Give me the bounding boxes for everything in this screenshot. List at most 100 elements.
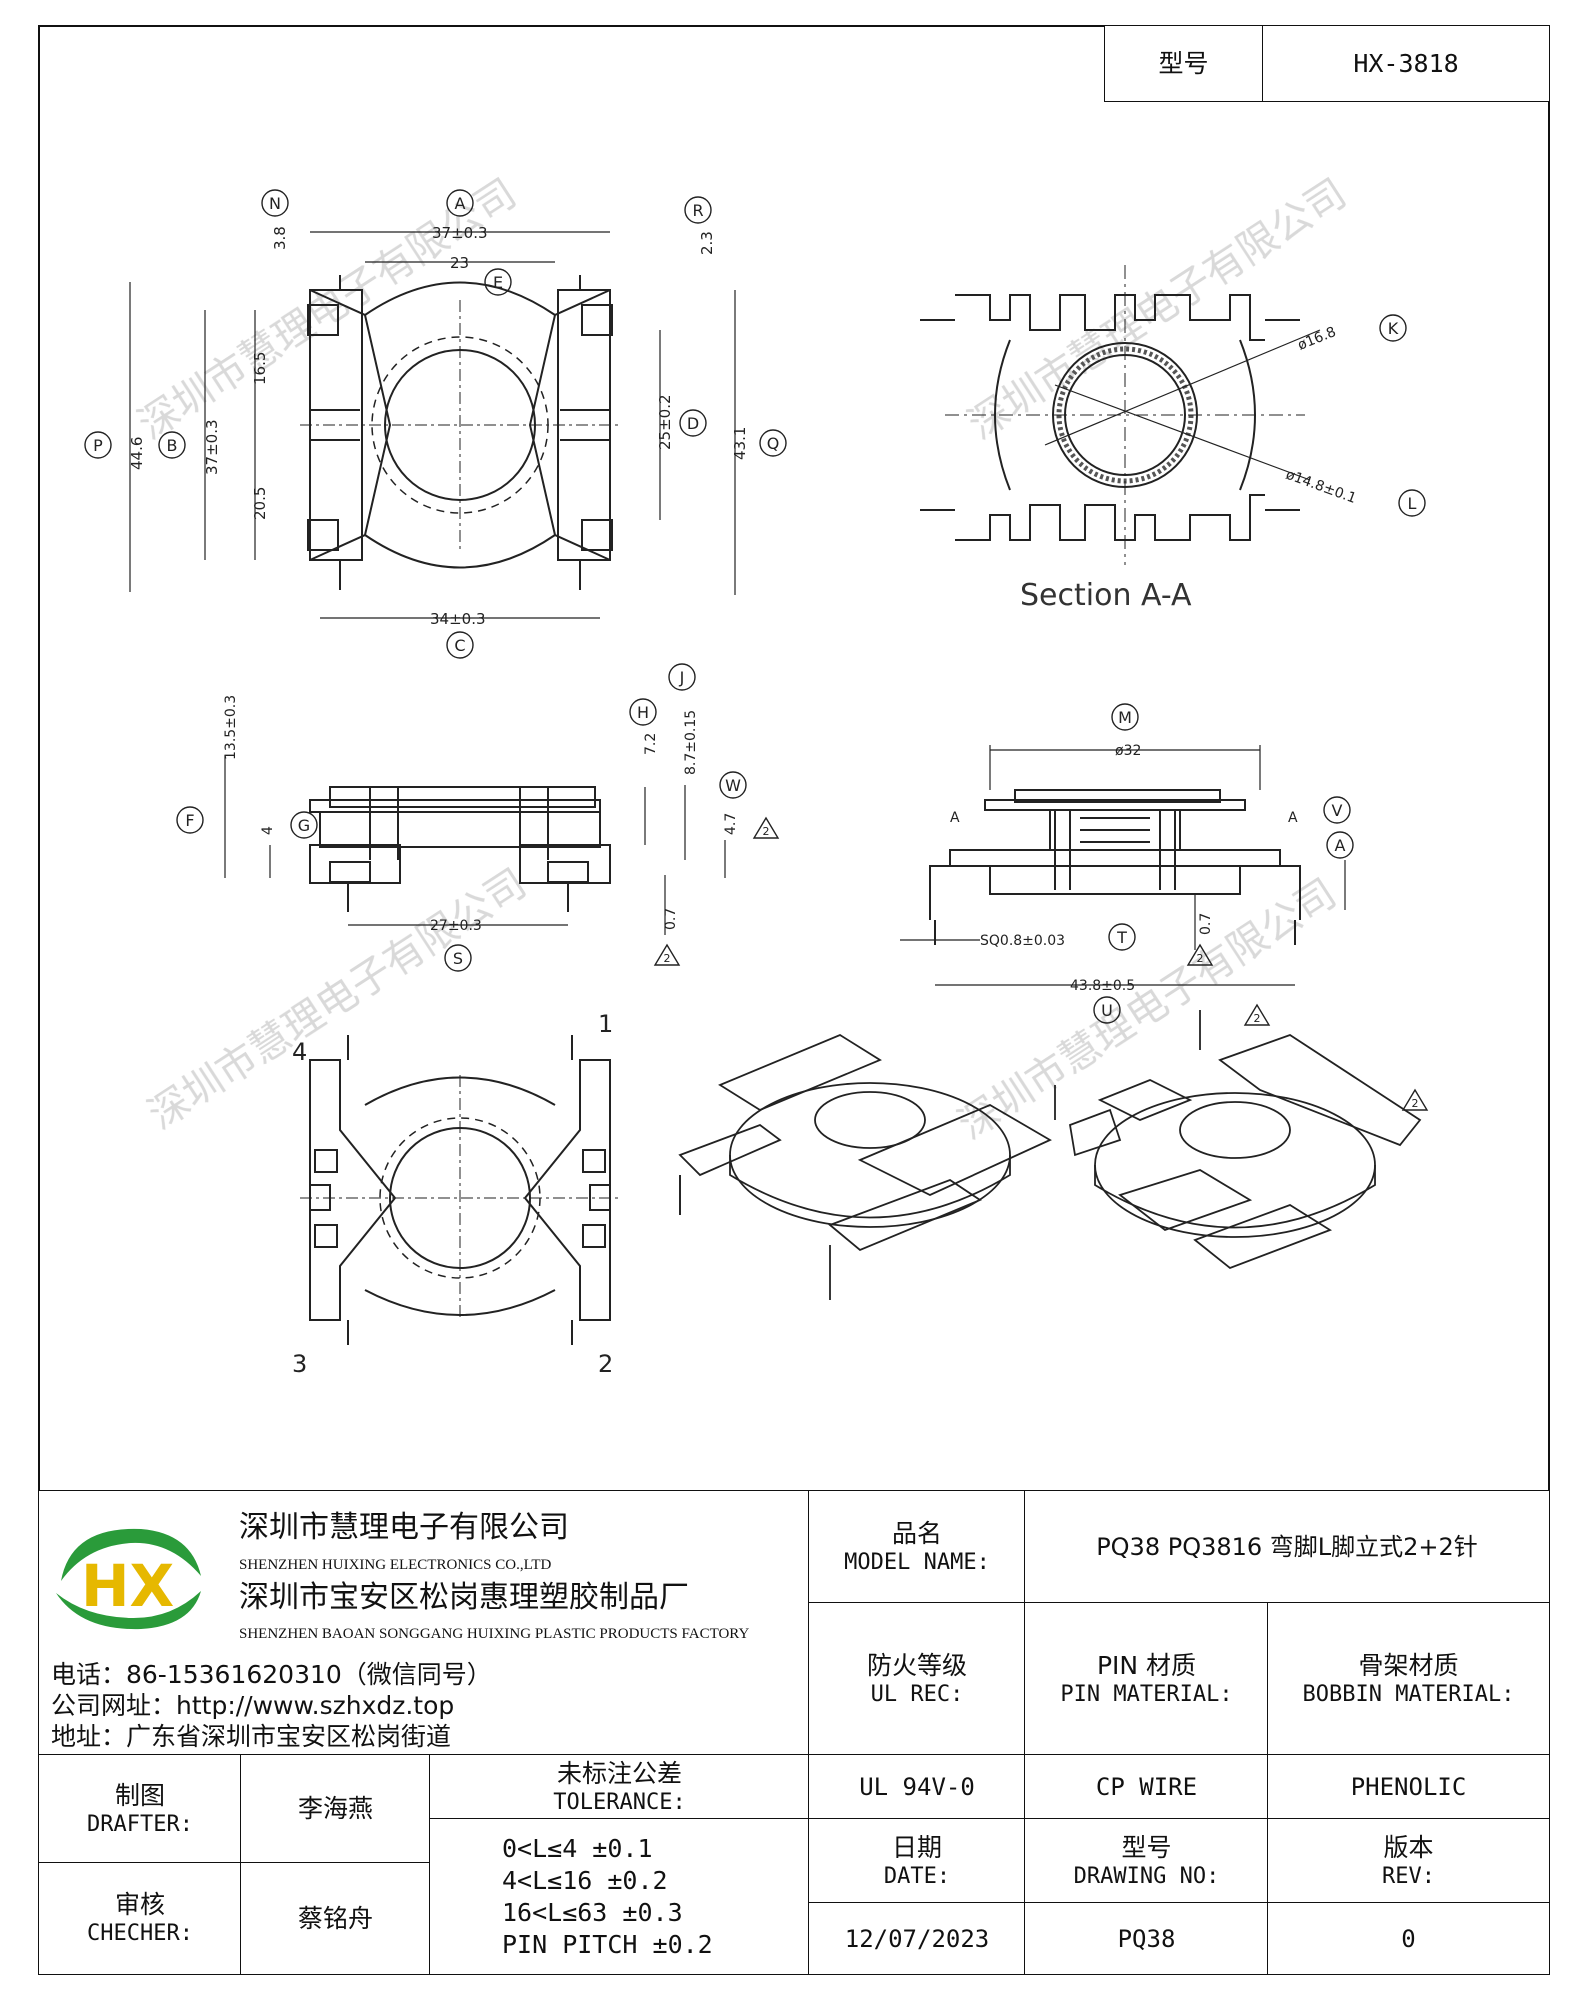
section-title: Section A-A	[1020, 578, 1192, 613]
dim-l: ø14.8±0.1	[1284, 467, 1359, 507]
pin-label-4: 4	[292, 1038, 307, 1066]
label-q: Q	[767, 434, 780, 453]
label-r: R	[692, 201, 703, 220]
model-name-value: PQ38 PQ3816 弯脚L脚立式2+2针	[1096, 1533, 1478, 1561]
tolerance-line: 4<L≤16 ±0.2	[502, 1865, 668, 1895]
tolerance-label-en: TOLERANCE:	[553, 1789, 686, 1815]
header-type-value: HX-3818	[1353, 48, 1459, 78]
dim-n: 3.8	[271, 226, 289, 250]
tolerance-line: 16<L≤63 ±0.3	[502, 1897, 683, 1927]
label-j: J	[679, 668, 685, 687]
dim-w: 4.7	[723, 813, 739, 835]
drafter-label-en: DRAFTER:	[87, 1811, 193, 1837]
dim-g: 4	[260, 826, 276, 835]
dim-c: 34±0.3	[430, 610, 486, 628]
watermark: 深圳市慧理电子有限公司	[960, 170, 1354, 448]
label-w: W	[725, 776, 741, 795]
dim-m: ø32	[1115, 743, 1141, 759]
company-name-cn: 深圳市慧理电子有限公司	[239, 1510, 569, 1545]
dim-t: 43.8±0.5	[1070, 978, 1135, 994]
rev-label-cell: 版本 REV:	[1267, 1818, 1550, 1904]
rev-label-cn: 版本	[1383, 1832, 1434, 1862]
header-type-value-cell: HX-3818	[1262, 25, 1550, 102]
drafter-name-cell: 李海燕	[240, 1754, 431, 1864]
header-type-label: 型号	[1158, 48, 1209, 78]
ul-label-en: UL REC:	[870, 1681, 964, 1707]
drawing-no-value-cell: PQ38	[1024, 1902, 1269, 1975]
dim-d: 25±0.2	[656, 394, 674, 450]
label-t: T	[1116, 928, 1127, 947]
date-label-cell: 日期 DATE:	[808, 1818, 1026, 1904]
isometric-views	[678, 1010, 1422, 1300]
label-g: G	[298, 816, 310, 835]
dim-front-low: 0.7	[1198, 913, 1214, 935]
warn-mark: 2	[1412, 1097, 1419, 1110]
ul-value-cell: UL 94V-0	[808, 1754, 1026, 1820]
warn-mark: 2	[1197, 952, 1204, 965]
watermark: 深圳市慧理电子有限公司	[140, 860, 534, 1138]
section-view: ø16.8 ø14.8±0.1 K L Section A-A	[920, 265, 1426, 613]
label-k: K	[1388, 319, 1399, 338]
dim-s: 27±0.3	[430, 918, 482, 934]
checker-label-en: CHECHER:	[87, 1921, 193, 1947]
dim-side-low: 0.7	[663, 908, 679, 930]
section-mark-right: A	[1288, 810, 1298, 826]
label-p: P	[93, 436, 103, 455]
dim-sq: SQ0.8±0.03	[980, 933, 1065, 949]
header-type-label-cell: 型号	[1104, 25, 1263, 102]
pin-label-1: 1	[598, 1010, 613, 1038]
hx-logo-icon: HX	[56, 1528, 201, 1630]
dim-e: 23	[450, 254, 469, 272]
pin-material-label-cell: PIN 材质 PIN MATERIAL:	[1024, 1602, 1269, 1756]
drawing-no-label-en: DRAWING NO:	[1073, 1863, 1220, 1889]
tolerance-label-cell: 未标注公差 TOLERANCE:	[429, 1754, 810, 1820]
label-front-a: A	[1335, 836, 1346, 855]
pin-label-3: 3	[292, 1350, 307, 1378]
technical-drawing: 深圳市慧理电子有限公司 深圳市慧理电子有限公司 深圳市慧理电子有限公司 深圳市慧…	[84, 170, 1429, 1378]
tolerance-line: PIN PITCH ±0.2	[502, 1929, 713, 1959]
label-m: M	[1118, 708, 1132, 727]
company-phone: 电话：86-15361620310（微信同号）	[51, 1660, 492, 1689]
label-f: F	[185, 811, 194, 830]
label-u: U	[1101, 1001, 1113, 1020]
model-name-label-cn: 品名	[891, 1518, 942, 1548]
company-name-en: SHENZHEN HUIXING ELECTRONICS CO.,LTD	[239, 1557, 552, 1573]
factory-name-cn: 深圳市宝安区松岗惠理塑胶制品厂	[239, 1580, 689, 1615]
pin-material-label-cn: PIN 材质	[1096, 1650, 1197, 1680]
drawing-no-label-cell: 型号 DRAWING NO:	[1024, 1818, 1269, 1904]
dim-f: 13.5±0.3	[223, 695, 239, 760]
label-n: N	[269, 194, 281, 213]
company-address: 地址：广东省深圳市宝安区松岗街道	[51, 1722, 452, 1751]
model-name-label-en: MODEL NAME:	[844, 1549, 990, 1575]
bobbin-material-value-cell: PHENOLIC	[1267, 1754, 1550, 1820]
drafter-name: 李海燕	[297, 1794, 373, 1824]
ul-label-cn: 防火等级	[866, 1650, 967, 1680]
pin-label-2: 2	[598, 1350, 613, 1378]
drafter-label-cell: 制图 DRAFTER:	[38, 1754, 242, 1864]
tolerance-line: 0<L≤4 ±0.1	[502, 1833, 653, 1863]
pin-material-label-en: PIN MATERIAL:	[1060, 1681, 1233, 1707]
dim-r: 2.3	[698, 231, 716, 255]
rev-value: 0	[1401, 1924, 1416, 1953]
pin-material-value: CP WIRE	[1095, 1773, 1198, 1801]
date-value: 12/07/2023	[844, 1924, 990, 1953]
factory-name-en: SHENZHEN BAOAN SONGGANG HUIXING PLASTIC …	[239, 1626, 750, 1642]
label-c: C	[454, 636, 465, 655]
bobbin-material-label-en: BOBBIN MATERIAL:	[1302, 1681, 1515, 1707]
checker-label-cn: 审核	[114, 1890, 165, 1920]
dim-p: 44.6	[128, 437, 146, 470]
label-d: D	[687, 414, 699, 433]
label-l: L	[1408, 494, 1417, 513]
dim-b: 37±0.3	[203, 419, 221, 475]
model-name-label-cell: 品名 MODEL NAME:	[808, 1490, 1026, 1604]
warn-mark: 2	[664, 952, 671, 965]
dim-upper: 16.5	[251, 352, 269, 385]
dim-j: 8.7±0.15	[683, 710, 699, 775]
warn-mark: 2	[1254, 1012, 1261, 1025]
bottom-view: 1 2 3 4	[292, 1010, 620, 1378]
date-label-en: DATE:	[883, 1863, 951, 1889]
bobbin-material-label-cn: 骨架材质	[1358, 1650, 1459, 1680]
checker-label-cell: 审核 CHECHER:	[38, 1862, 242, 1975]
rev-value-cell: 0	[1267, 1902, 1550, 1975]
bobbin-material-label-cell: 骨架材质 BOBBIN MATERIAL:	[1267, 1602, 1550, 1756]
